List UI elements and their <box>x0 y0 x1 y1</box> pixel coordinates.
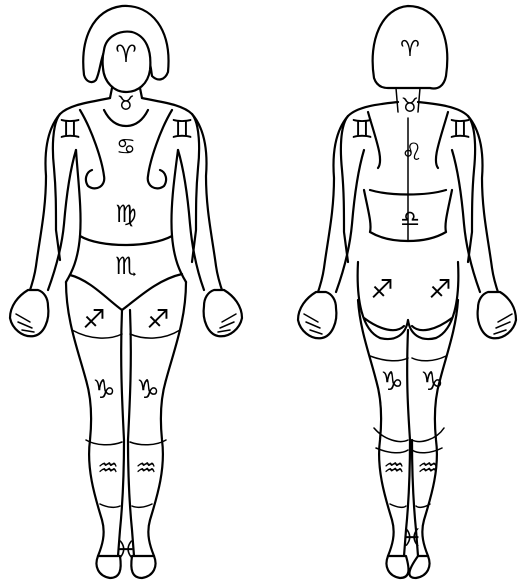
front-symbols: ♈ ♉ ♊ ♊ ♋ ♍ ♏ ♐ ♐ ♑ ♑ ♒ ♒ ♓ <box>58 40 193 564</box>
back-symbols: ♈ ♉ ♊ ♊ ♌ ♎ ♐ ♐ ♑ ♑ ♒ ♒ ♓ <box>350 37 471 552</box>
back-calf-left-symbol: ♒ <box>383 454 405 482</box>
front-belly-symbol: ♍ <box>115 200 137 228</box>
back-buttock-right-symbol: ♐ <box>428 275 451 305</box>
front-shoulder-left-symbol: ♊ <box>58 115 81 145</box>
back-shoulder-left-symbol: ♊ <box>350 115 373 145</box>
front-thigh-right-symbol: ♐ <box>146 305 169 335</box>
front-groin-symbol: ♏ <box>115 252 137 280</box>
front-head-symbol: ♈ <box>115 40 137 68</box>
back-figure <box>298 6 516 578</box>
front-hand-left <box>10 290 48 336</box>
front-hand-right <box>204 290 242 336</box>
front-thigh-left-symbol: ♐ <box>82 305 105 335</box>
front-shoulder-right-symbol: ♊ <box>170 115 193 145</box>
back-lower-back-symbol: ♎ <box>400 207 420 232</box>
back-feet-symbol: ♓ <box>401 524 423 552</box>
back-foot-left <box>387 556 409 578</box>
back-neck-symbol: ♉ <box>401 93 419 117</box>
front-calf-left-symbol: ♒ <box>97 454 119 482</box>
back-buttock-left-symbol: ♐ <box>370 275 393 305</box>
front-knee-right-symbol: ♑ <box>136 375 159 405</box>
back-shoulder-right-symbol: ♊ <box>448 115 471 145</box>
front-feet-symbol: ♓ <box>115 536 137 564</box>
front-calf-right-symbol: ♒ <box>135 454 157 482</box>
front-knee-left-symbol: ♑ <box>92 375 115 405</box>
front-chest-symbol: ♋ <box>116 135 136 160</box>
back-hand-left <box>298 292 336 338</box>
back-foot-right <box>409 556 429 578</box>
front-neck-symbol: ♉ <box>117 91 135 115</box>
back-calf-right-symbol: ♒ <box>417 454 439 482</box>
back-upper-back-symbol: ♌ <box>401 138 423 166</box>
back-head-symbol: ♈ <box>400 37 420 62</box>
back-knee-left-symbol: ♑ <box>380 367 403 397</box>
back-knee-right-symbol: ♑ <box>420 367 443 397</box>
